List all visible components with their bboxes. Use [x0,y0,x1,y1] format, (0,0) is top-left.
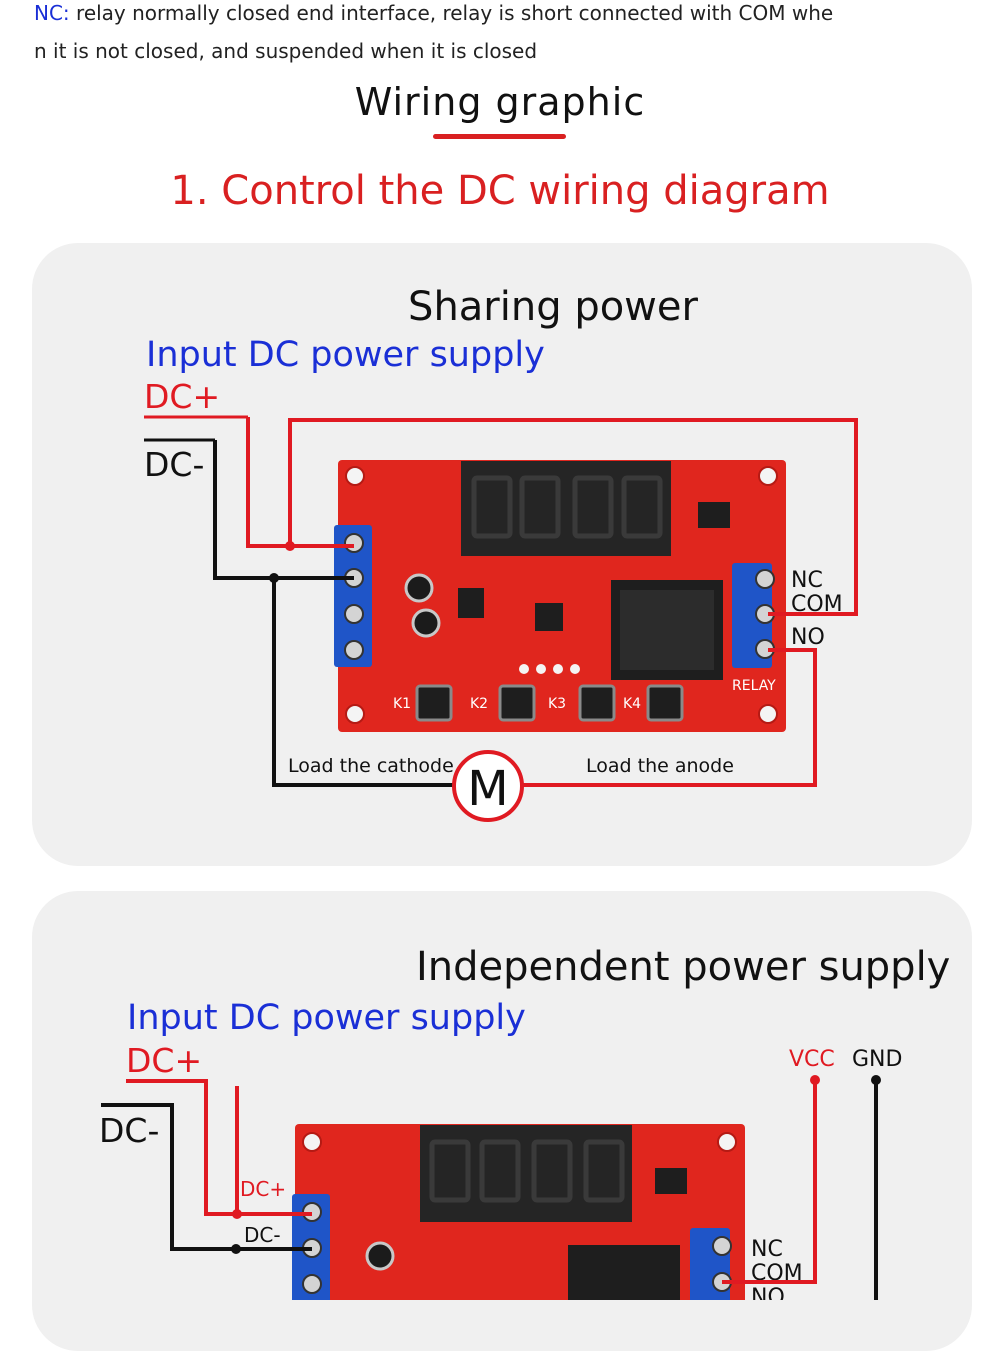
motor-label: M [467,761,508,817]
relay-nc-label: NC [791,568,823,593]
key-label-k4: K4 [623,696,641,712]
load-cathode-label: Load the cathode [288,755,454,777]
input-terminal-block [334,525,372,667]
key-label-k1: K1 [393,696,411,712]
nc-text-line1: relay normally closed end interface, rel… [69,1,834,25]
red-wiring [126,1079,817,1284]
board-dc-plus-label: DC+ [240,1177,286,1201]
nc-label: NC: [34,1,70,25]
relay-board-label: RELAY [732,678,776,694]
black-wiring [101,1080,878,1300]
board-dc-minus-label: DC- [244,1223,281,1247]
relay-nc-label: NC [751,1237,783,1262]
wiring-graphic-title: Wiring graphic [354,80,646,124]
diagram-sharing-power: Sharing power Input DC power supply DC+ … [144,284,858,822]
nc-text-line2: n it is not closed, and suspended when i… [34,39,538,63]
section-title: 1. Control the DC wiring diagram [170,168,830,214]
key-label-k2: K2 [470,696,488,712]
motor-icon [452,750,524,822]
relay-no-label: NO [791,625,825,650]
input-label: Input DC power supply [146,335,545,375]
relay-no-label: NO [751,1285,785,1300]
key-label-k3: K3 [548,696,566,712]
black-wiring [213,440,453,787]
diagram-title: Sharing power [408,284,698,330]
relay-board [292,1124,745,1300]
diagram-independent-power: Independent power supply Input DC power … [99,944,950,1300]
dc-minus-label: DC- [99,1111,159,1150]
relay-component [568,1245,680,1300]
dc-plus-label: DC+ [144,377,220,416]
relay-board: K1 K2 K3 K4 RELAY [334,460,786,732]
diagram-title: Independent power supply [416,944,950,990]
red-wiring [246,417,858,787]
title-underline [433,134,566,139]
dc-plus-label: DC+ [126,1041,202,1080]
vcc-label: VCC [789,1047,835,1072]
intro-text: NC: relay normally closed end interface,… [34,0,984,70]
dc-minus-label: DC- [144,445,204,484]
input-label: Input DC power supply [127,998,526,1038]
gnd-label: GND [852,1047,902,1072]
load-anode-label: Load the anode [586,755,734,777]
